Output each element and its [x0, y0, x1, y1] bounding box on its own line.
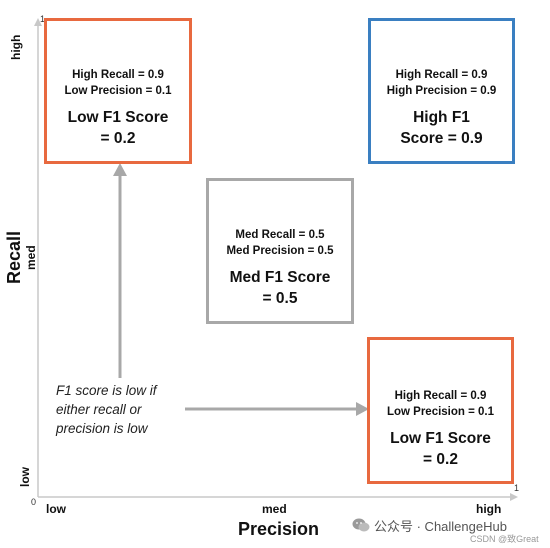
box-center-title2: = 0.5	[262, 290, 298, 307]
x-tick-high: high	[476, 502, 502, 516]
x-axis-title: Precision	[238, 519, 320, 539]
box-top-left-title2: = 0.2	[100, 130, 136, 147]
box-top-left-title1: Low F1 Score	[67, 109, 169, 126]
f1-note-line3: precision is low	[56, 421, 148, 436]
wechat-icon	[352, 518, 370, 532]
y-tick-high: high	[9, 34, 23, 60]
y-axis-arrowhead	[34, 18, 42, 26]
f1-note-line1: F1 score is low if	[56, 383, 157, 398]
box-top-right-recall: High Recall = 0.9	[395, 69, 488, 81]
y-tick-med: med	[24, 245, 38, 270]
y-max-label: 1	[40, 14, 46, 24]
watermark: 公众号 · ChallengeHub	[352, 516, 507, 535]
box-top-right-high-f1: High Recall = 0.9 High Precision = 0.9 H…	[368, 18, 515, 164]
box-center-precision: Med Precision = 0.5	[226, 245, 334, 257]
x-axis-arrowhead	[510, 493, 518, 501]
box-bottom-right-recall: High Recall = 0.9	[394, 390, 487, 402]
box-center-title1: Med F1 Score	[229, 269, 331, 286]
horizontal-arrowhead	[356, 402, 369, 416]
x-tick-low: low	[46, 502, 66, 516]
watermark-main: 公众号 · ChallengeHub	[374, 519, 507, 534]
x-max-label: 1	[514, 483, 520, 493]
box-top-left-precision: Low Precision = 0.1	[64, 85, 172, 97]
box-top-right-title1: High F1	[413, 109, 470, 126]
box-bottom-right-title1: Low F1 Score	[390, 430, 491, 447]
box-bottom-right-precision: Low Precision = 0.1	[386, 406, 495, 418]
origin-label: 0	[31, 497, 37, 507]
box-top-right-title2: Score = 0.9	[400, 130, 483, 147]
box-bottom-right-low-f1: High Recall = 0.9 Low Precision = 0.1 Lo…	[367, 337, 514, 484]
box-top-left-recall: High Recall = 0.9	[72, 69, 164, 81]
box-top-left-low-f1: High Recall = 0.9 Low Precision = 0.1 Lo…	[44, 18, 192, 164]
box-bottom-right-title2: = 0.2	[423, 451, 458, 468]
box-top-right-precision: High Precision = 0.9	[386, 85, 497, 97]
watermark-sub: CSDN @致Great	[470, 534, 539, 544]
f1-note-line2: either recall or	[56, 402, 142, 417]
y-axis-title: Recall	[4, 230, 24, 284]
y-tick-low: low	[18, 467, 32, 487]
vertical-arrowhead	[113, 163, 127, 176]
box-center-med-f1: Med Recall = 0.5 Med Precision = 0.5 Med…	[206, 178, 354, 324]
x-tick-med: med	[262, 502, 287, 516]
f1-note: F1 score is low if either recall or prec…	[56, 381, 157, 438]
box-center-recall: Med Recall = 0.5	[235, 229, 325, 241]
